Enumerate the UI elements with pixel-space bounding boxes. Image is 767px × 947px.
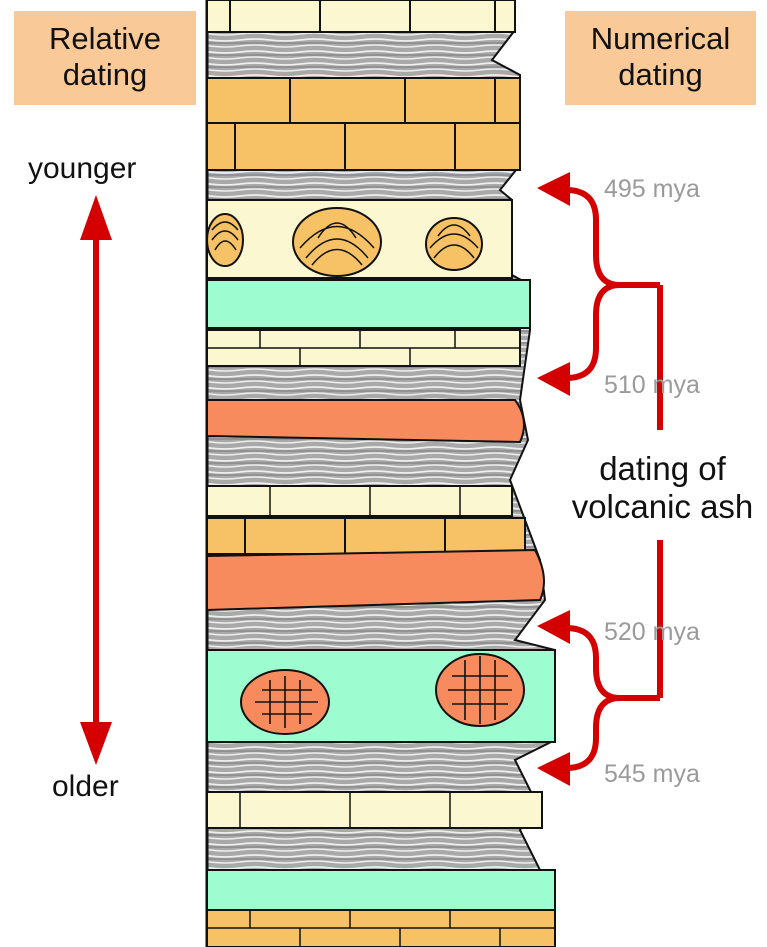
volcanic-ash-dating-label-line: volcanic ash xyxy=(560,488,765,526)
numerical-dating-header-line: dating xyxy=(565,57,756,93)
sandstone-layer xyxy=(207,0,515,32)
relative-dating-header-line: dating xyxy=(14,57,196,93)
sandstone-layer xyxy=(207,330,520,366)
date-label: 545 mya xyxy=(604,760,700,789)
limestone-layer xyxy=(207,78,520,170)
volcanic-ash-layer xyxy=(207,870,555,910)
limestone-layer xyxy=(207,910,555,947)
trilobite-fossil-icon xyxy=(241,670,329,734)
shell-fossil-icon xyxy=(426,218,482,270)
volcanic-ash-dating-label-line: dating of xyxy=(560,450,765,488)
numerical-dating-header-line: Numerical xyxy=(565,21,756,57)
shell-fossil-icon xyxy=(207,214,243,266)
trilobite-fossil-icon xyxy=(436,654,524,726)
relative-dating-arrow xyxy=(80,195,112,765)
numerical-dating-header: Numerical dating xyxy=(565,11,756,105)
shell-fossil-icon xyxy=(293,208,381,276)
volcanic-ash-dating-label: dating of volcanic ash xyxy=(560,450,765,526)
younger-label: younger xyxy=(28,152,136,186)
limestone-layer xyxy=(207,518,525,554)
date-label: 495 mya xyxy=(604,175,700,204)
older-label: older xyxy=(52,770,119,804)
date-label: 520 mya xyxy=(604,618,700,647)
lava-layer xyxy=(207,550,544,610)
date-label: 510 mya xyxy=(604,371,700,400)
volcanic-ash-layer xyxy=(207,280,530,328)
sandstone-layer xyxy=(207,486,512,516)
sandstone-layer xyxy=(207,792,542,828)
fossil-shell-layer xyxy=(207,200,512,278)
relative-dating-header: Relative dating xyxy=(14,11,196,105)
relative-dating-header-line: Relative xyxy=(14,21,196,57)
trilobite-fossil-layer xyxy=(207,650,555,742)
lava-layer xyxy=(207,400,524,442)
